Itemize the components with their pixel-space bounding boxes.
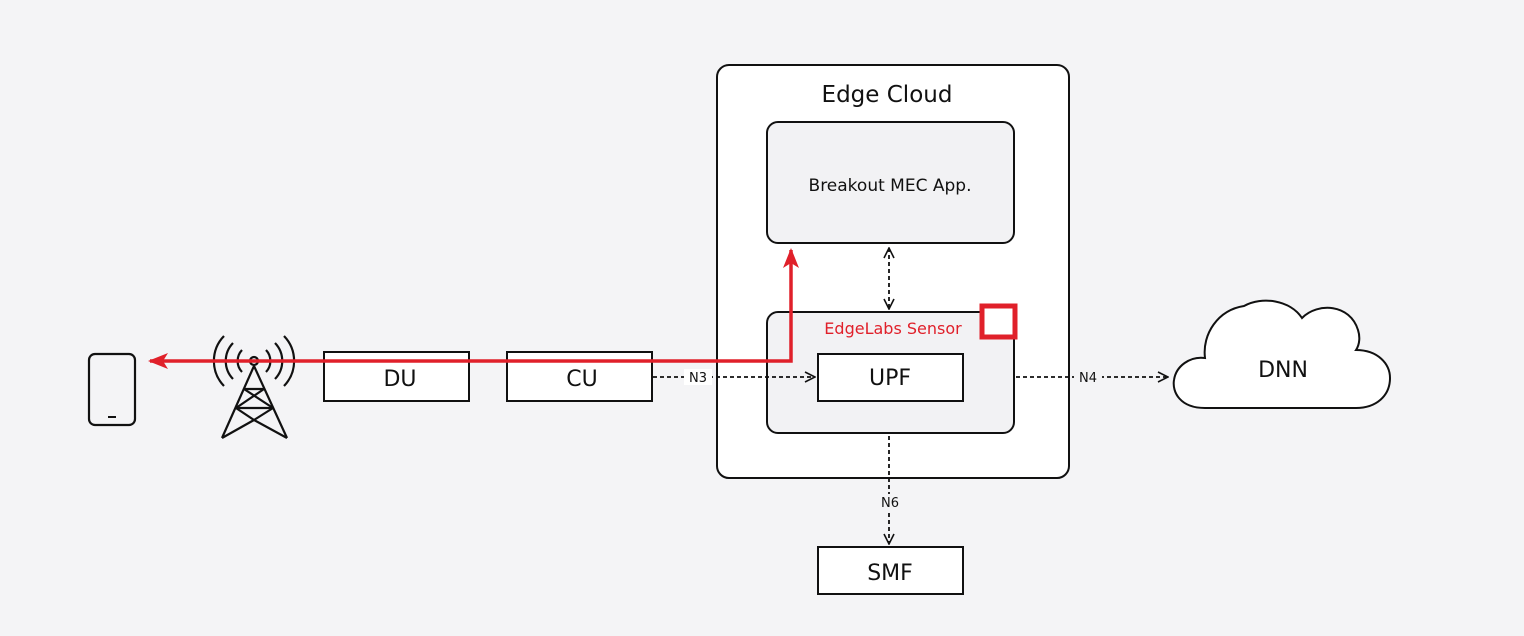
cu-label: CU bbox=[566, 367, 597, 392]
n3-label-bg bbox=[684, 369, 712, 385]
edge-cloud-title: Edge Cloud bbox=[822, 82, 953, 108]
breakout-traffic-path bbox=[148, 248, 799, 369]
mec-app-label: Breakout MEC App. bbox=[809, 176, 972, 196]
smf-label: SMF bbox=[867, 561, 913, 586]
n4-label: N4 bbox=[1079, 371, 1097, 386]
n3-label: N3 bbox=[689, 371, 707, 386]
mec-app-box bbox=[766, 121, 1015, 244]
cell-tower-icon bbox=[212, 335, 296, 439]
du-label: DU bbox=[383, 367, 416, 392]
sensor-marker-icon bbox=[979, 303, 1018, 340]
n6-label: N6 bbox=[881, 496, 899, 511]
n4-label-bg bbox=[1074, 369, 1102, 385]
mobile-phone-icon bbox=[87, 352, 137, 427]
cloud-icon bbox=[1172, 299, 1392, 409]
upf-label: UPF bbox=[869, 366, 911, 391]
dnn-label: DNN bbox=[1258, 358, 1308, 383]
upf-box bbox=[817, 353, 964, 402]
n6-label-bg bbox=[876, 494, 904, 510]
smf-box bbox=[817, 546, 964, 595]
sensor-label: EdgeLabs Sensor bbox=[824, 319, 962, 338]
